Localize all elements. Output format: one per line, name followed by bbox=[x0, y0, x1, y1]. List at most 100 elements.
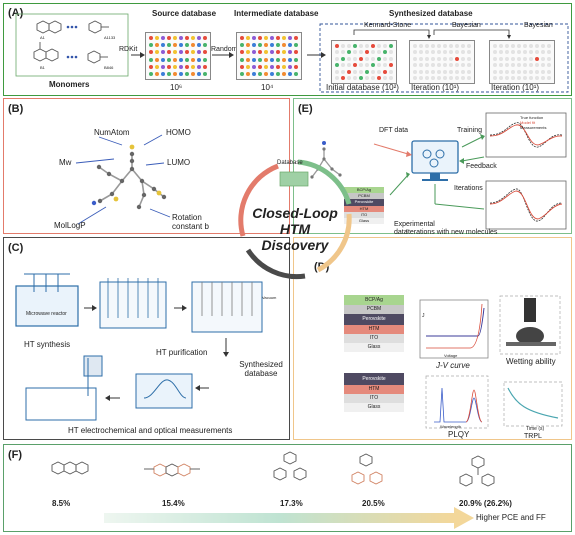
panel-e: (E) DFT data Training Feedback Iteration… bbox=[293, 98, 572, 236]
grid-dot bbox=[179, 36, 183, 40]
grid-dot bbox=[541, 69, 545, 74]
grid-dot bbox=[282, 50, 286, 55]
device-stack-e: BCP/Ag PCBM Perovskite HTM ITO Glass bbox=[344, 187, 384, 224]
grid-dot bbox=[365, 56, 369, 61]
grid-dot bbox=[347, 50, 351, 55]
grid-dot bbox=[371, 56, 375, 61]
grid-dot bbox=[155, 57, 159, 62]
device-stack-1: BCP/Ag PCBM Perovskite HTM ITO Glass bbox=[344, 295, 404, 352]
center-title-line1: Closed-Loop bbox=[252, 205, 338, 221]
grid-dot bbox=[203, 72, 207, 76]
grid-dot bbox=[359, 63, 363, 68]
panel-e-label: (E) bbox=[298, 103, 313, 115]
grid-dot bbox=[419, 56, 423, 61]
grid-dot bbox=[203, 43, 207, 48]
grid-dot bbox=[413, 76, 417, 80]
feedback-label: Feedback bbox=[466, 163, 497, 170]
grid-dot bbox=[425, 76, 429, 80]
panel-a: (A) A1 A1133 B1 B846 Monomers RDKit Rand… bbox=[3, 3, 572, 96]
grid-dot bbox=[173, 72, 177, 76]
grid-dot bbox=[203, 64, 207, 69]
grid-dot bbox=[499, 76, 503, 80]
grid-dot bbox=[547, 50, 551, 55]
mol-label-b846: B846 bbox=[104, 65, 114, 70]
grid-dot bbox=[341, 69, 345, 74]
grid-dot bbox=[252, 36, 256, 40]
grid-dot bbox=[499, 50, 503, 55]
grid-dot bbox=[493, 44, 497, 48]
grid-dot bbox=[155, 36, 159, 40]
grid-dot bbox=[517, 50, 521, 55]
synthesized-database-label: Synthesized database bbox=[239, 360, 283, 378]
grid-dot bbox=[197, 36, 201, 40]
grid-dot bbox=[359, 56, 363, 61]
panel-c: (C) Microwave reactor Vacuum HT synthesi… bbox=[3, 237, 290, 440]
iterations-new-molecules-label: Iterations with new molecules bbox=[406, 229, 498, 236]
grid-dot bbox=[173, 43, 177, 48]
grid-dot bbox=[493, 76, 497, 80]
grid-dot bbox=[191, 36, 195, 40]
grid-dot bbox=[377, 76, 381, 80]
grid-dot bbox=[167, 64, 171, 69]
grid-dot bbox=[461, 44, 465, 48]
grid-dot bbox=[529, 50, 533, 55]
grid-dot bbox=[383, 63, 387, 68]
grid-dot bbox=[505, 69, 509, 74]
grid-dot bbox=[197, 57, 201, 62]
grid-dot bbox=[437, 63, 441, 68]
grid-dot bbox=[443, 69, 447, 74]
grid-dot bbox=[377, 56, 381, 61]
grid-dot bbox=[499, 63, 503, 68]
grid-dot bbox=[383, 69, 387, 74]
grid-dot bbox=[258, 72, 262, 76]
grid-dot bbox=[335, 56, 339, 61]
grid-dot bbox=[179, 50, 183, 55]
grid-dot bbox=[517, 44, 521, 48]
grid-dot bbox=[288, 50, 292, 55]
grid-dot bbox=[270, 50, 274, 55]
grid-dot bbox=[359, 76, 363, 80]
grid-dot bbox=[455, 56, 459, 61]
grid-dot bbox=[493, 69, 497, 74]
molecule-diagram bbox=[75, 134, 171, 225]
stack1-layer-0: BCP/Ag bbox=[344, 295, 404, 305]
grid-dot bbox=[461, 63, 465, 68]
plqy-xlabel: Wavelength bbox=[440, 424, 461, 429]
grid-dot bbox=[276, 57, 280, 62]
grid-dot bbox=[505, 56, 509, 61]
center-database-label: Database bbox=[277, 160, 303, 166]
grid-dot bbox=[246, 64, 250, 69]
iteration-label-1: Iteration (10¹) bbox=[411, 83, 460, 92]
grid-dot bbox=[437, 69, 441, 74]
grid-dot bbox=[185, 57, 189, 62]
grid-dot bbox=[413, 50, 417, 55]
grid-dot bbox=[161, 57, 165, 62]
grid-dot bbox=[252, 50, 256, 55]
stack1-layer-2: Perovskite bbox=[344, 314, 404, 325]
descriptor-homo: HOMO bbox=[166, 128, 191, 137]
rdkit-label: RDKit bbox=[119, 46, 138, 53]
grid-dot bbox=[535, 50, 539, 55]
descriptor-rotation-constant: Rotation constant b bbox=[172, 213, 209, 231]
grid-dot bbox=[252, 64, 256, 69]
legend-true-function: True function bbox=[520, 115, 544, 120]
panel-a-label: (A) bbox=[8, 7, 24, 19]
grid-dot bbox=[437, 56, 441, 61]
grid-dot bbox=[467, 76, 471, 80]
grid-dot bbox=[541, 44, 545, 48]
center-title-line2: HTM bbox=[279, 221, 311, 237]
stack-e-layer-5: Glass bbox=[344, 218, 384, 224]
grid-dot bbox=[294, 50, 298, 55]
grid-dot bbox=[240, 57, 244, 62]
intermediate-db-label: Intermediate database bbox=[234, 9, 319, 18]
monomers-label: Monomers bbox=[49, 80, 90, 89]
grid-dot bbox=[203, 50, 207, 55]
grid-dot bbox=[173, 64, 177, 69]
grid-dot bbox=[371, 63, 375, 68]
grid-dot bbox=[167, 50, 171, 55]
pce-value-3: 17.3% bbox=[280, 499, 303, 508]
grid-dot bbox=[511, 76, 515, 80]
grid-dot bbox=[240, 43, 244, 48]
grid-dot bbox=[179, 43, 183, 48]
pce-value-4: 20.5% bbox=[362, 499, 385, 508]
